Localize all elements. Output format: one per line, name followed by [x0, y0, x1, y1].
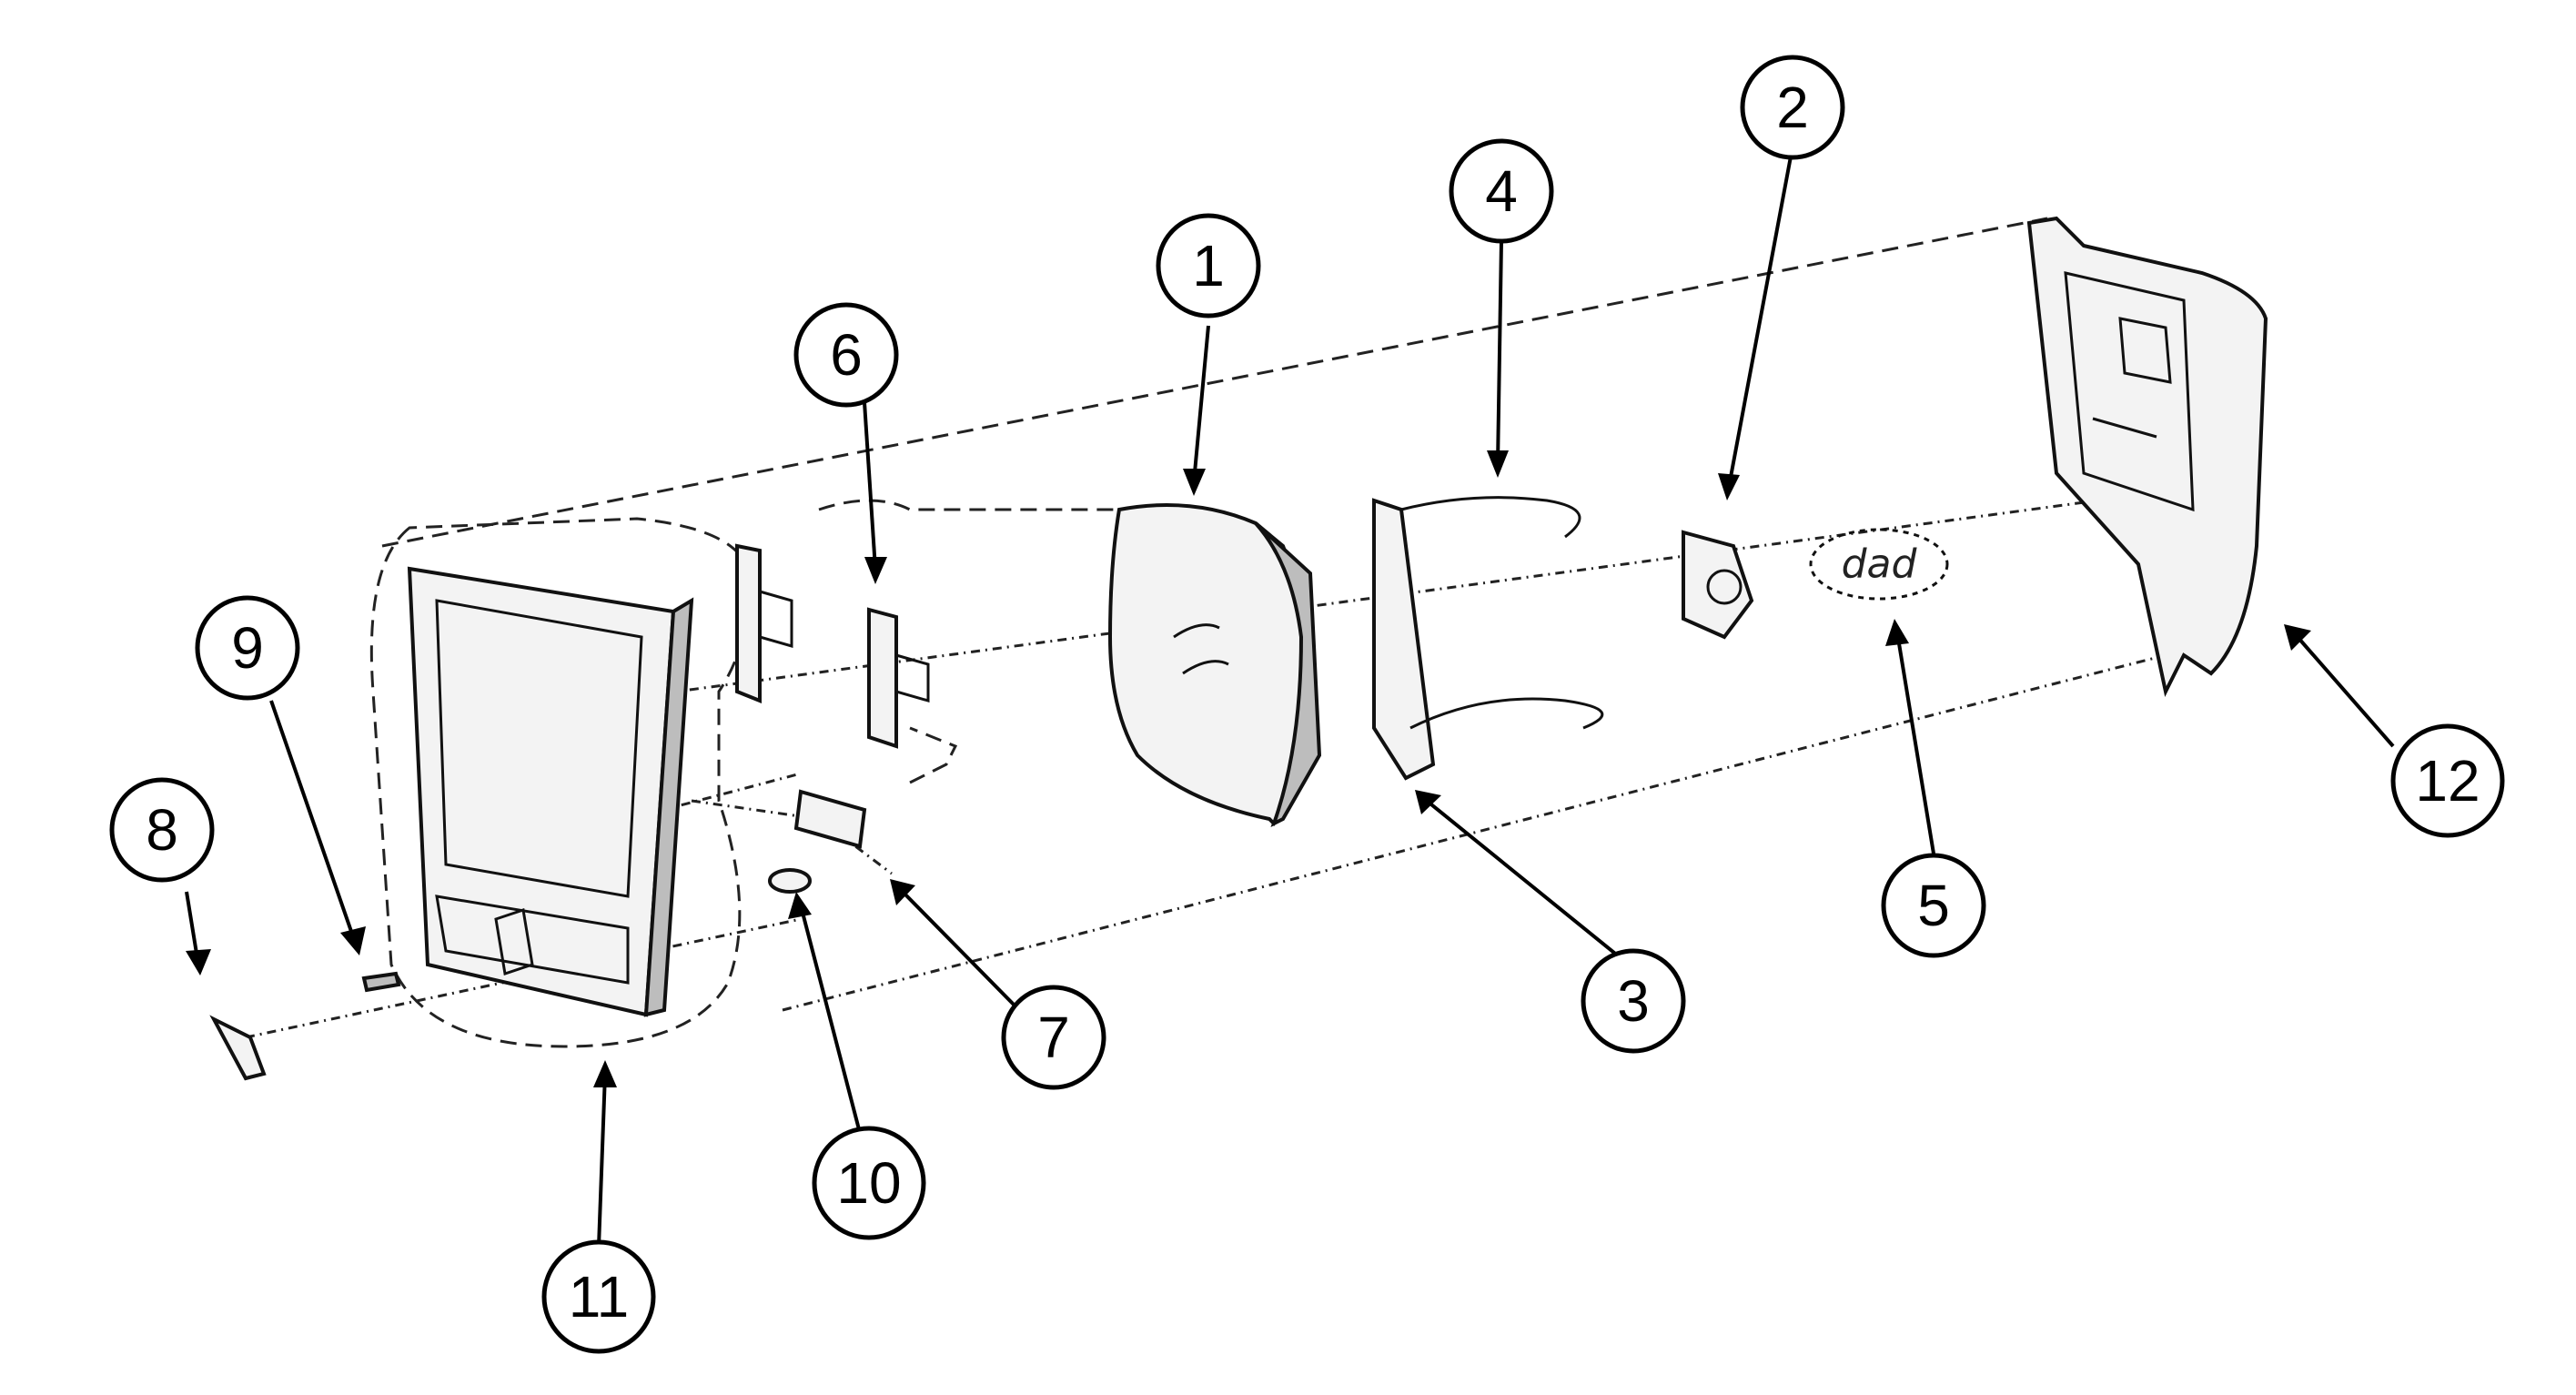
callout-6-label: 6: [830, 322, 863, 388]
part-10-switch: [768, 868, 812, 894]
callout-4-label: 4: [1485, 158, 1518, 224]
callout-9: 9: [195, 595, 300, 701]
leader-lines: [185, 156, 2395, 1248]
callout-11-label: 11: [569, 1264, 629, 1329]
callout-2-label: 2: [1776, 75, 1809, 140]
callout-10: 10: [812, 1126, 926, 1240]
part-7-small-board: [793, 789, 867, 849]
part-2-neck-board: [1682, 530, 1754, 640]
callout-5-label: 5: [1917, 873, 1950, 938]
part-1-picture-tube: [1107, 503, 1322, 828]
part-3-yoke-frame: [1372, 496, 1604, 781]
callout-2: 2: [1740, 55, 1845, 160]
callout-7: 7: [1001, 985, 1106, 1090]
callout-5: 5: [1881, 853, 1986, 958]
callout-8: 8: [109, 777, 215, 883]
callout-3-label: 3: [1617, 968, 1650, 1034]
part-6-boards: [735, 543, 930, 749]
callout-1: 1: [1156, 213, 1261, 318]
part-5-marking-text: dad: [1842, 541, 1918, 588]
callout-7-label: 7: [1037, 1005, 1070, 1070]
part-9-clip: [361, 971, 401, 993]
callout-4: 4: [1449, 138, 1554, 244]
callout-9-label: 9: [231, 615, 264, 681]
callout-10-label: 10: [836, 1150, 901, 1216]
callout-12: 12: [2390, 723, 2505, 838]
callout-12-label: 12: [2415, 748, 2480, 814]
callout-3: 3: [1581, 948, 1686, 1054]
callout-11: 11: [541, 1239, 656, 1354]
part-8-wedge: [209, 1015, 267, 1081]
part-5-marking: dad: [1809, 528, 1949, 601]
part-12-rear-cabinet: [2026, 216, 2268, 697]
callout-6: 6: [793, 302, 899, 408]
callout-1-label: 1: [1192, 233, 1225, 298]
callout-8-label: 8: [146, 797, 178, 863]
part-11-front-cabinet: [369, 517, 750, 1048]
